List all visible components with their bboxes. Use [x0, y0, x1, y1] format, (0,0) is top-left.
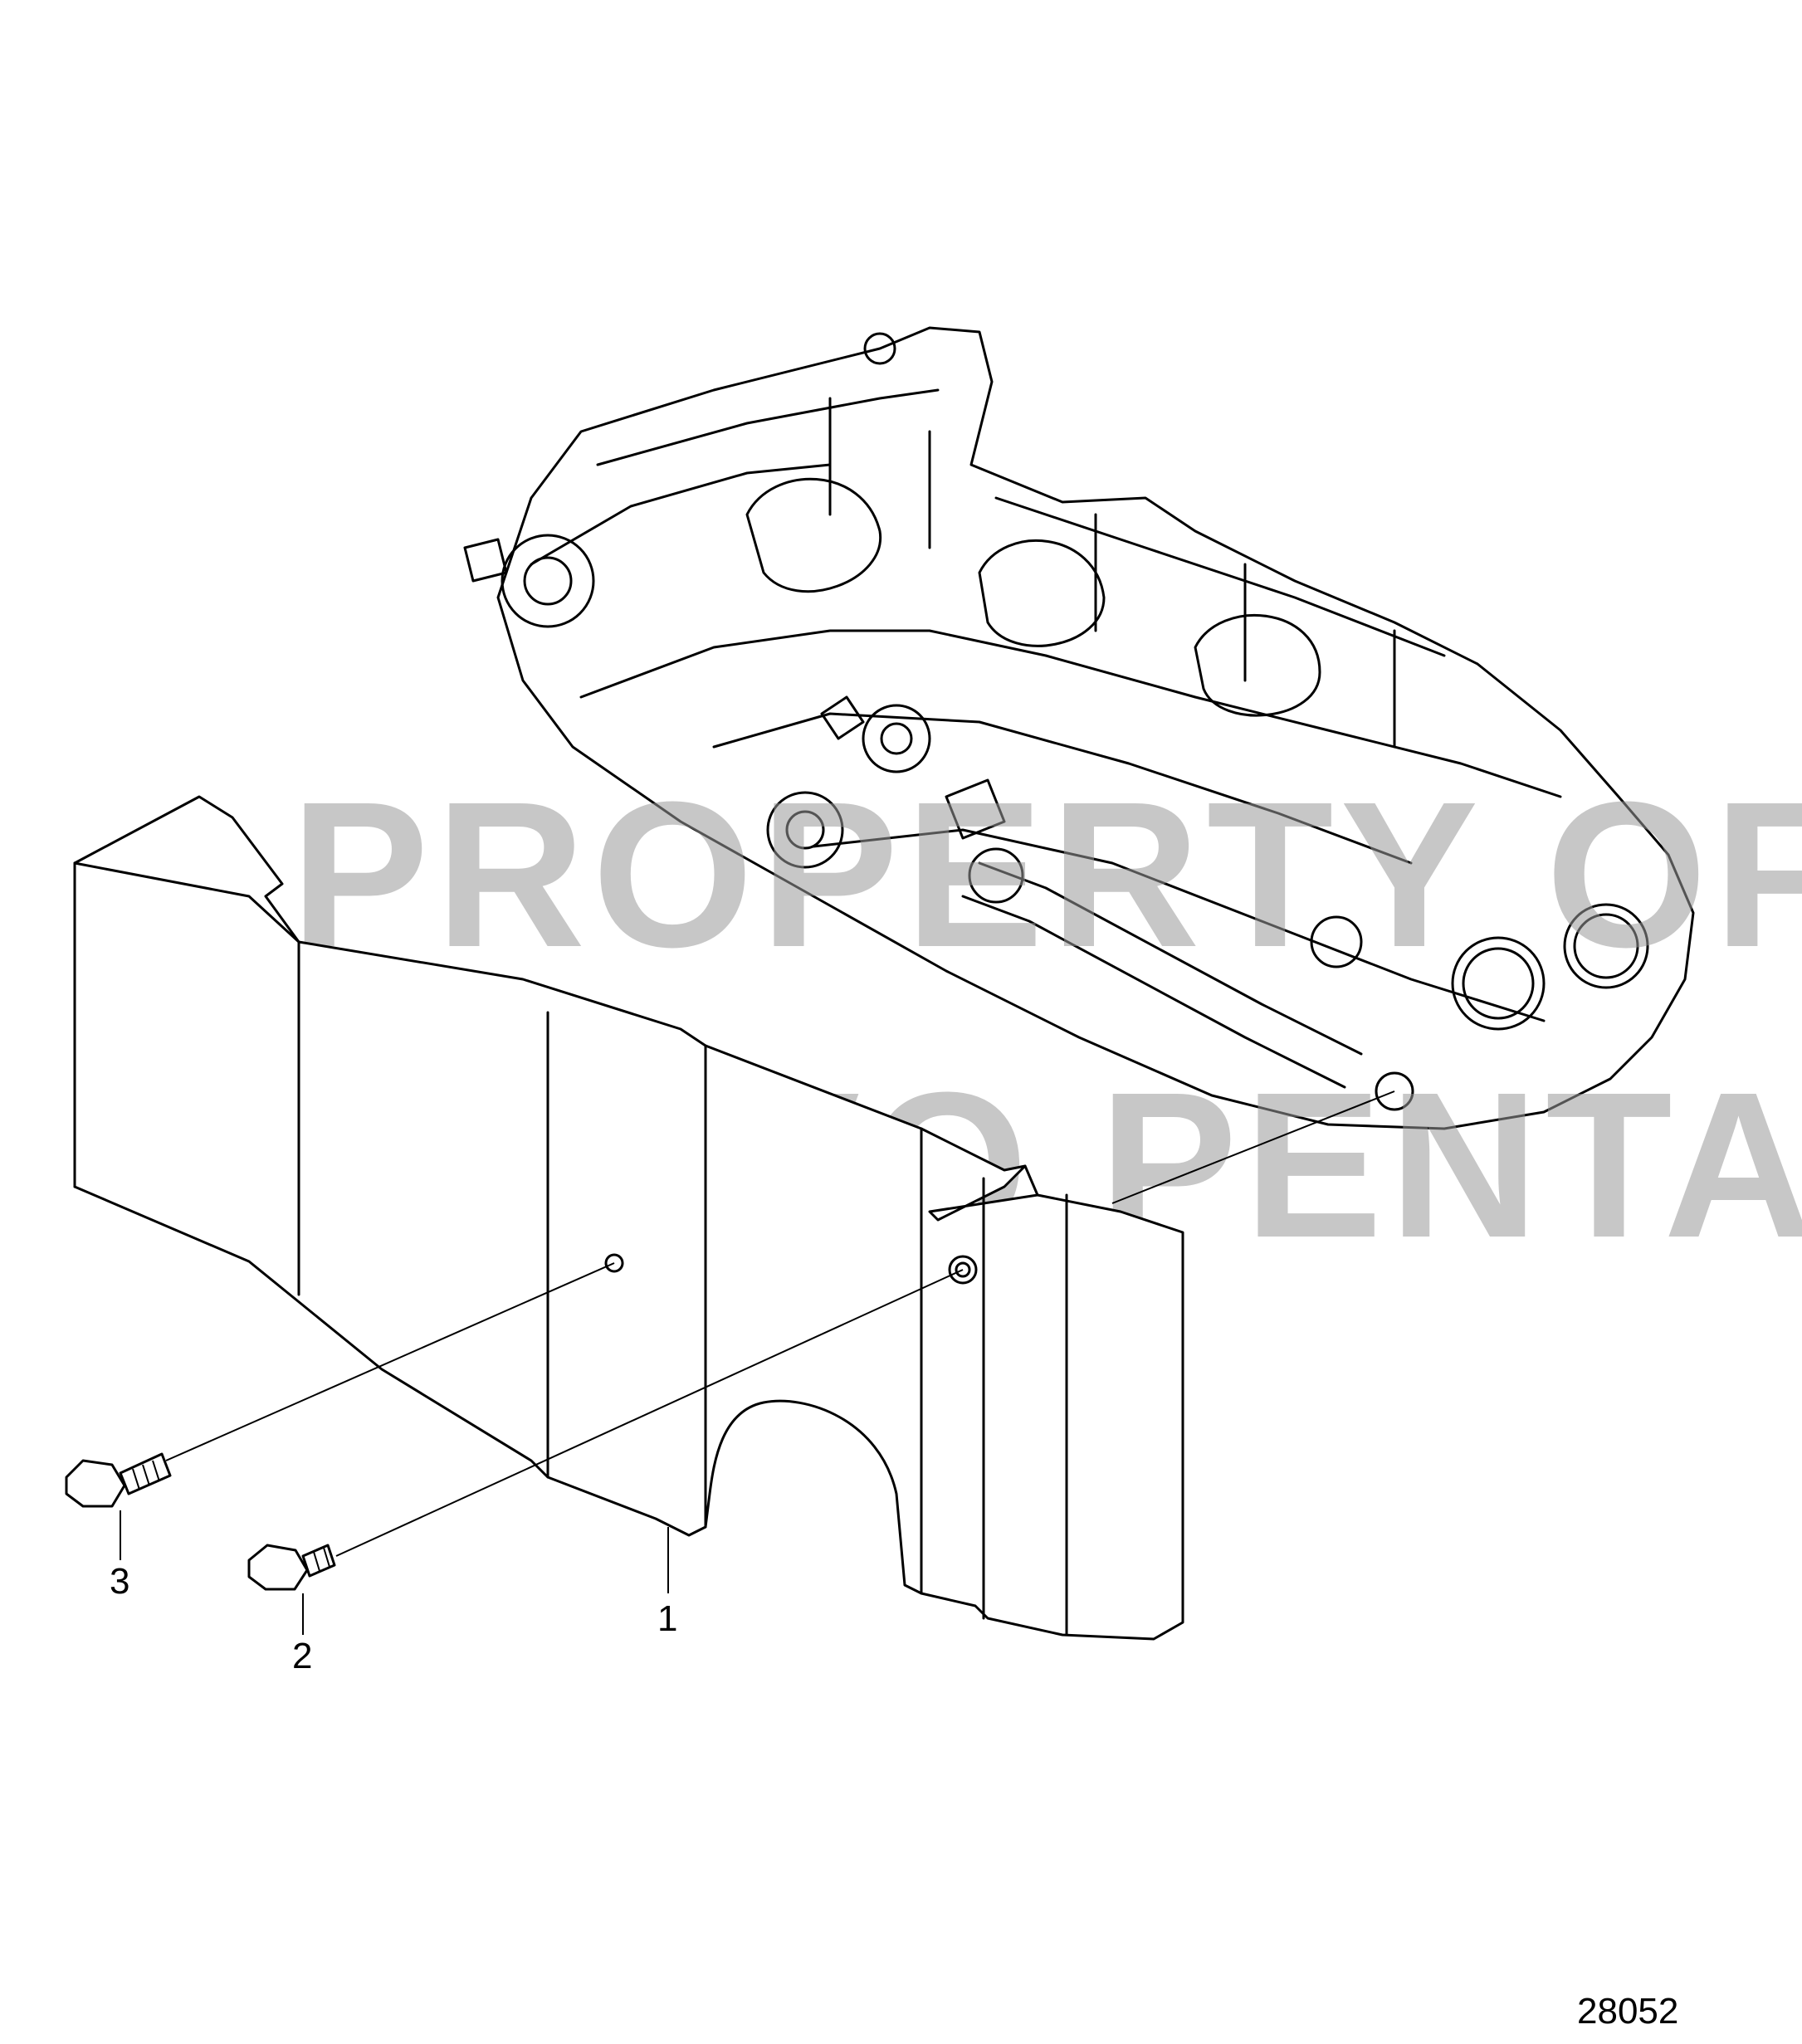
callout-part-2: 2 [292, 1636, 312, 1676]
callout-part-1: 1 [657, 1598, 677, 1639]
watermark-line-1: PROPERTY OF [291, 759, 1802, 990]
engine-housing-assembly [463, 326, 1695, 1130]
bolt-part-2 [247, 1544, 336, 1591]
heat-shield-part-1 [73, 795, 1184, 1641]
bolt-part-3 [65, 1452, 172, 1508]
leader-lines [120, 1090, 1395, 1635]
diagram-reference-number: 28052 [1577, 1991, 1678, 2032]
callout-part-3: 3 [110, 1561, 129, 1602]
